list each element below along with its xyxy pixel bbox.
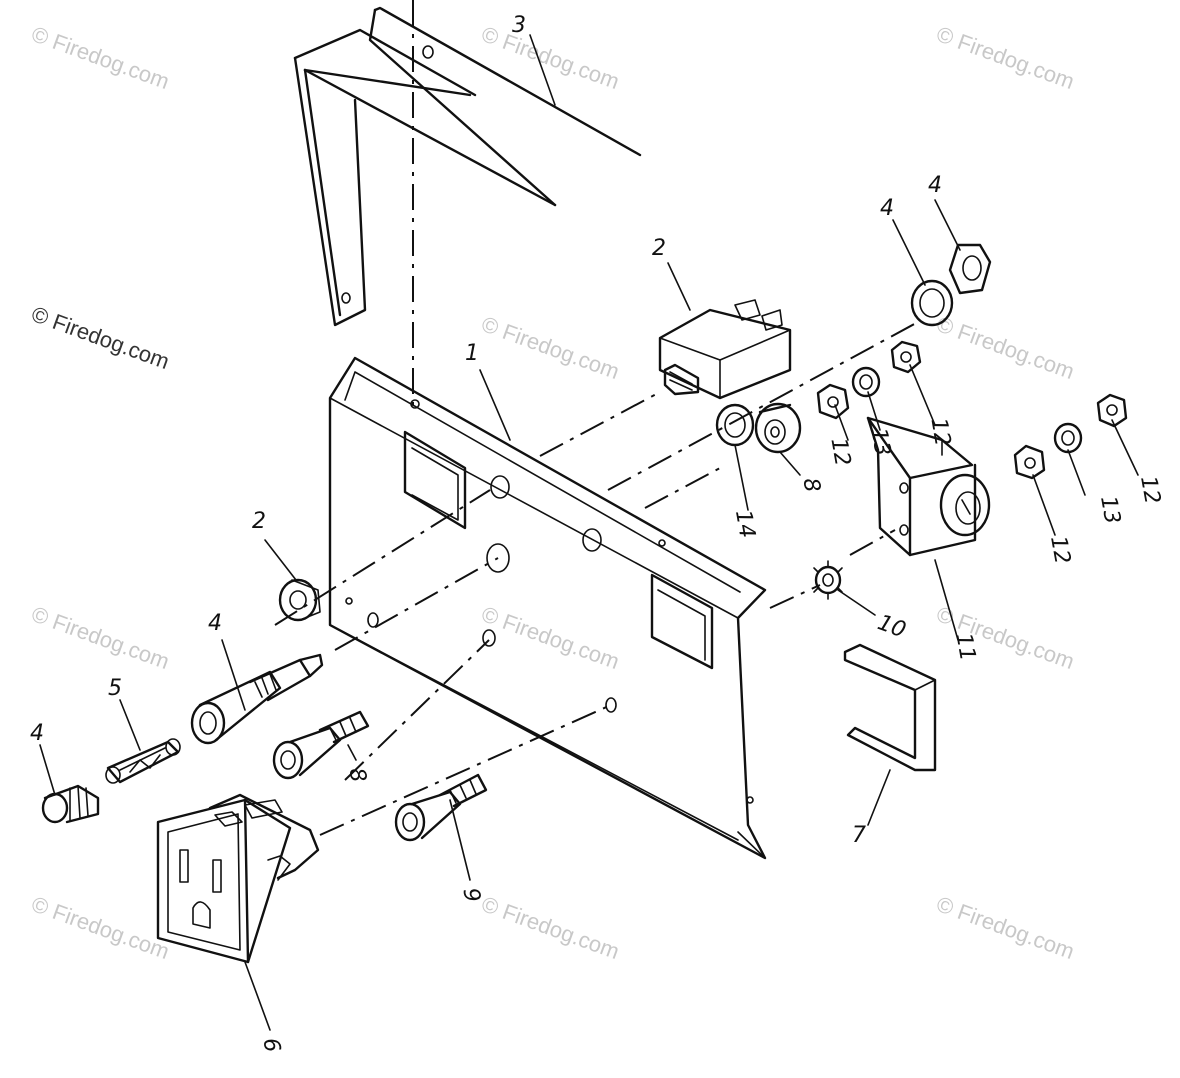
watermarks: © Firedog.com © Firedog.com © Firedog.co… bbox=[28, 21, 1077, 964]
callout-8-right: 8 bbox=[797, 476, 824, 494]
callout-12-a: 12 bbox=[825, 436, 854, 468]
part-7-clip bbox=[843, 643, 937, 772]
watermark-5: © Firedog.com bbox=[933, 311, 1077, 384]
watermark-11: © Firedog.com bbox=[933, 891, 1077, 964]
watermark-10: © Firedog.com bbox=[478, 891, 622, 964]
callout-14: 14 bbox=[730, 508, 759, 540]
part-4-hardware-right bbox=[910, 243, 992, 327]
watermark-4: © Firedog.com bbox=[478, 311, 622, 384]
part-6-outlet bbox=[156, 793, 320, 964]
part-1-panel bbox=[328, 356, 767, 860]
part-4-fuse-holder bbox=[190, 653, 324, 745]
watermark-1: © Firedog.com bbox=[28, 21, 172, 94]
watermark-9: © Firedog.com bbox=[28, 891, 172, 964]
callout-12-b: 12 bbox=[925, 416, 954, 448]
callout-11: 11 bbox=[950, 631, 979, 663]
part-8-14-right bbox=[715, 402, 802, 454]
callout-10: 10 bbox=[874, 610, 909, 643]
callout-4-holder: 4 bbox=[208, 611, 222, 636]
callout-3: 3 bbox=[512, 13, 526, 38]
part-10-lock-washer bbox=[813, 560, 843, 600]
callout-13-a: 13 bbox=[865, 426, 894, 458]
watermark-7: © Firedog.com bbox=[478, 601, 622, 674]
part-9-knob bbox=[394, 773, 488, 842]
callout-numbers: 3 1 2 4 4 12 13 12 14 8 10 11 12 13 12 2… bbox=[30, 13, 1165, 1054]
callout-1: 1 bbox=[465, 341, 479, 366]
callout-4-cap: 4 bbox=[30, 721, 44, 746]
watermark-6: © Firedog.com bbox=[28, 601, 172, 674]
callout-6: 6 bbox=[257, 1036, 284, 1054]
callout-2-washer: 2 bbox=[252, 509, 266, 534]
watermark-2: © Firedog.com bbox=[478, 21, 622, 94]
callout-9: 9 bbox=[457, 886, 484, 904]
part-5-fuse bbox=[105, 738, 181, 784]
watermark-3: © Firedog.com bbox=[933, 21, 1077, 94]
callout-12-c: 12 bbox=[1045, 534, 1074, 566]
part-2-washer-left bbox=[278, 578, 321, 622]
callout-5: 5 bbox=[108, 676, 122, 701]
callout-13-b: 13 bbox=[1095, 494, 1124, 526]
part-4-fuse-cap bbox=[41, 784, 100, 824]
callout-8-left: 8 bbox=[343, 766, 370, 784]
part-11-bracket bbox=[866, 416, 991, 557]
small-hardware bbox=[816, 340, 1128, 480]
callout-7: 7 bbox=[852, 823, 866, 848]
part-2-circuit-breaker bbox=[658, 299, 792, 400]
watermark-dark: © Firedog.com bbox=[28, 301, 172, 374]
part-3-bracket bbox=[293, 6, 642, 327]
part-8-knob-left bbox=[272, 710, 370, 780]
callout-4-washer: 4 bbox=[880, 196, 894, 221]
callout-12-d: 12 bbox=[1135, 474, 1164, 506]
alignment-lines bbox=[274, 321, 919, 836]
leader-lines bbox=[39, 34, 1139, 1031]
callout-2-breaker: 2 bbox=[652, 236, 666, 261]
callout-4-nut: 4 bbox=[928, 173, 942, 198]
